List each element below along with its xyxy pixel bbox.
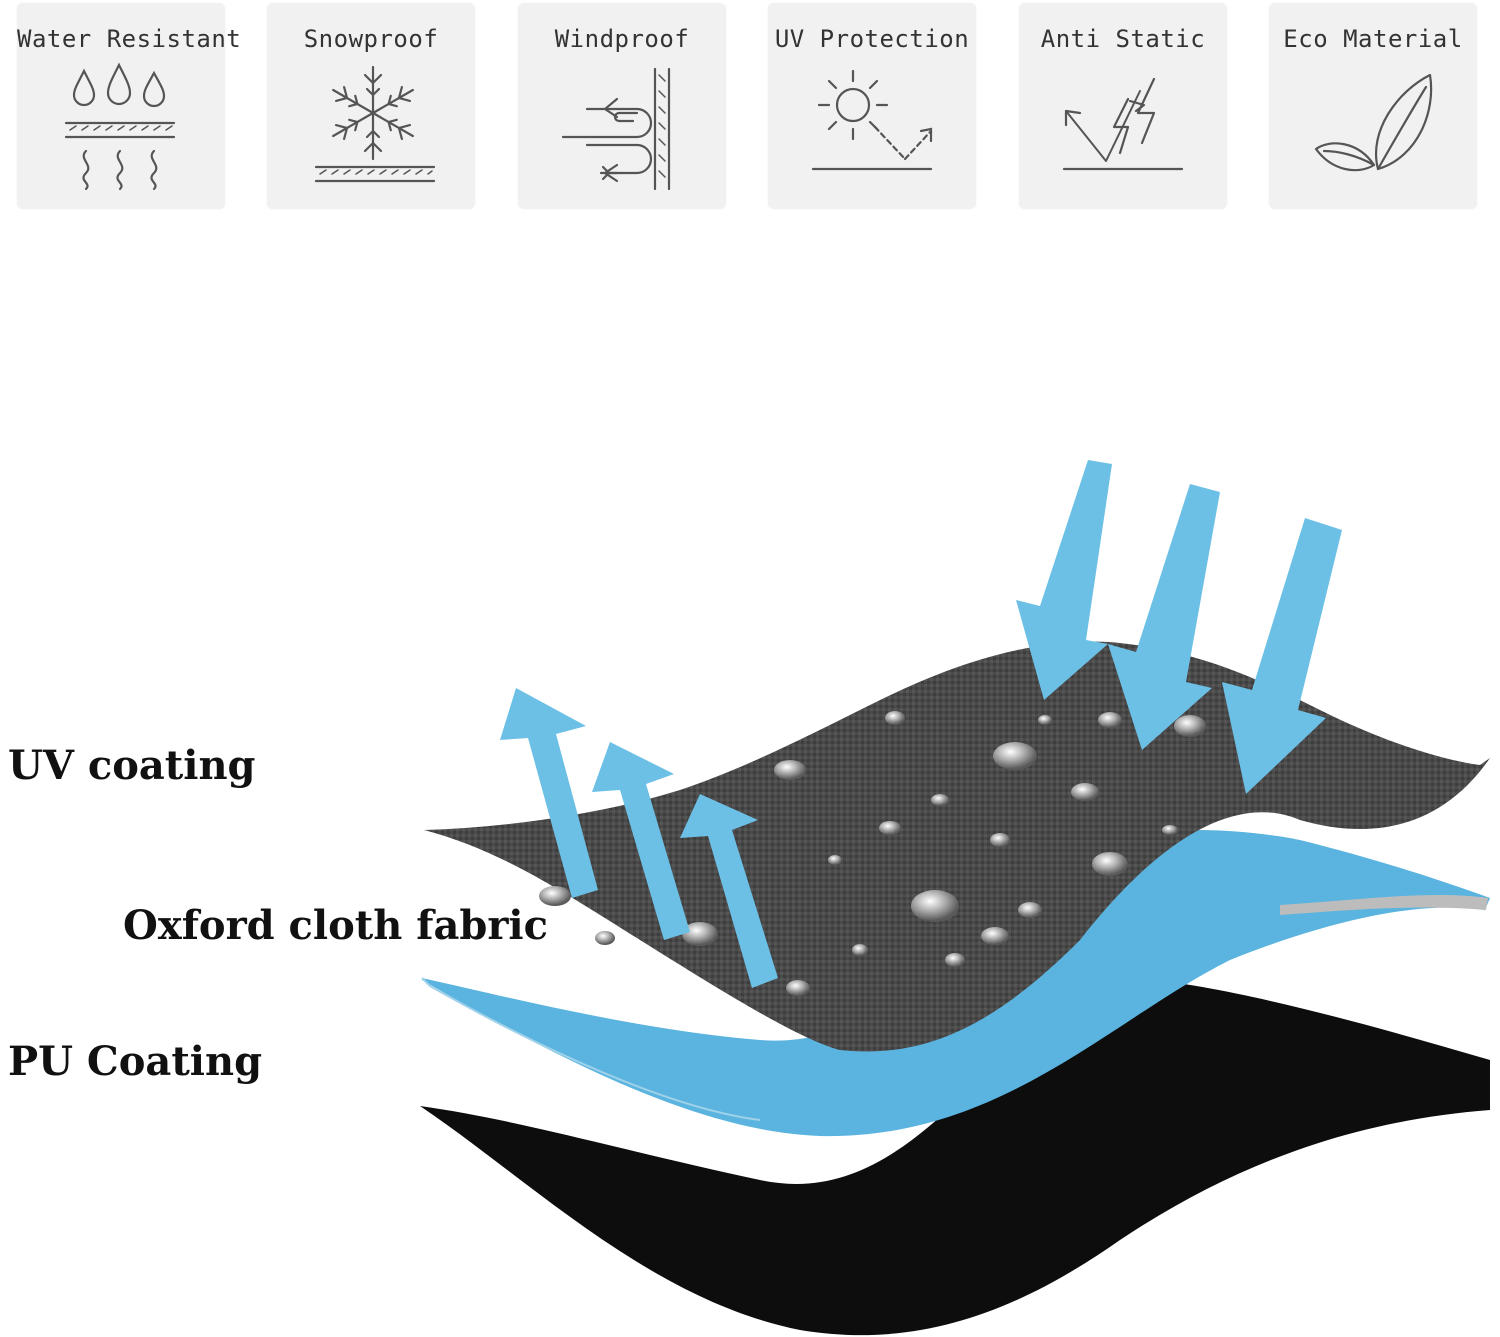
feature-label: Water Resistant bbox=[17, 25, 242, 53]
water-droplets bbox=[539, 711, 1206, 996]
uv-coating-label: UV coating bbox=[8, 742, 256, 789]
feature-label: Anti Static bbox=[1040, 25, 1206, 53]
sun-icon bbox=[807, 61, 937, 191]
feature-card-windproof: Windproof bbox=[518, 3, 726, 209]
feature-label: Windproof bbox=[554, 25, 690, 53]
pu-coating-layer bbox=[420, 977, 1490, 1336]
feature-label: Eco Material bbox=[1283, 25, 1463, 53]
feature-card-uv-protection: UV Protection bbox=[768, 3, 976, 209]
feature-card-anti-static: Anti Static bbox=[1019, 3, 1227, 209]
wind-icon bbox=[557, 61, 687, 191]
outgoing-arrows bbox=[500, 688, 778, 988]
oxford-fabric-label: Oxford cloth fabric bbox=[123, 902, 548, 949]
feature-card-eco-material: Eco Material bbox=[1269, 3, 1477, 209]
water-resistant-icon bbox=[56, 61, 186, 191]
feature-card-snowproof: Snowproof bbox=[267, 3, 475, 209]
feature-label: UV Protection bbox=[774, 25, 970, 53]
incoming-arrows bbox=[1016, 460, 1342, 794]
snowflake-icon bbox=[306, 61, 436, 191]
lightning-icon bbox=[1058, 61, 1188, 191]
feature-label: Snowproof bbox=[303, 25, 439, 53]
leaf-icon bbox=[1308, 61, 1438, 191]
feature-card-water-resistant: Water Resistant bbox=[17, 3, 242, 209]
layer-illustration bbox=[420, 460, 1490, 1336]
uv-coating-layer bbox=[424, 641, 1490, 1052]
features-row: Water Resistant Snowproof bbox=[0, 0, 1500, 215]
fabric-layer-diagram: UV coating Oxford cloth fabric PU Coatin… bbox=[0, 420, 1500, 1337]
pu-coating-label: PU Coating bbox=[8, 1038, 263, 1085]
